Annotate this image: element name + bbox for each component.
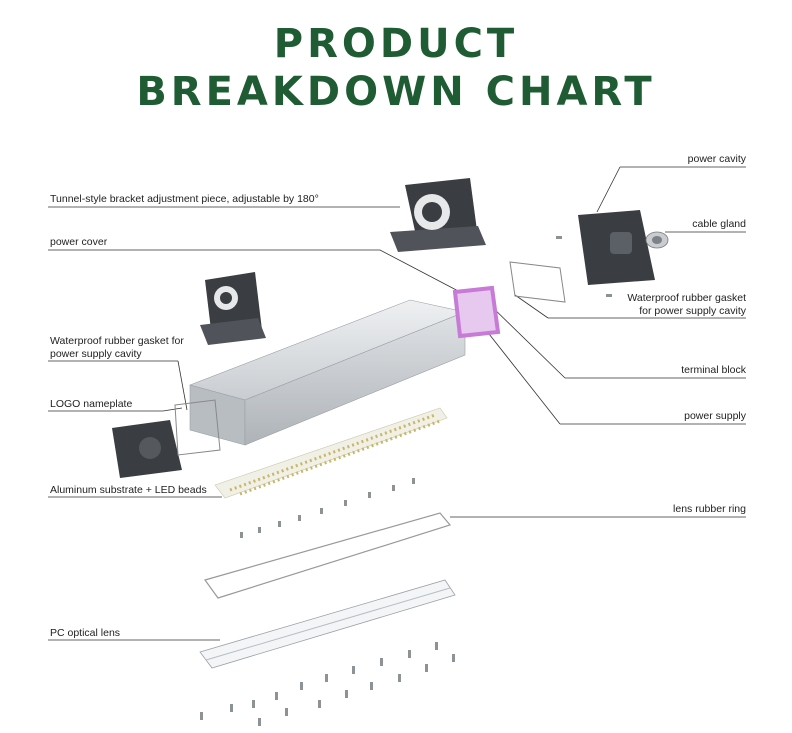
gasket-right xyxy=(509,261,566,303)
leader-lines xyxy=(48,166,746,641)
power-cavity-part xyxy=(578,210,655,285)
page-title-line-1: PRODUCT xyxy=(273,21,519,67)
lens-rubber-ring xyxy=(204,512,452,599)
label-power-cavity: power cavity xyxy=(687,153,746,165)
page-title-line-2: BREAKDOWN CHART xyxy=(136,69,656,115)
bracket-rear xyxy=(390,178,486,252)
label-terminal-block: terminal block xyxy=(681,364,746,376)
label-gasket-left-line-2: power supply cavity xyxy=(50,348,142,360)
label-logo-nameplate: LOGO nameplate xyxy=(50,398,133,410)
label-bracket: Tunnel-style bracket adjustment piece, a… xyxy=(50,193,319,205)
power-cover-highlight xyxy=(452,285,501,339)
housing xyxy=(189,299,467,446)
label-lens-rubber-ring: lens rubber ring xyxy=(673,503,746,515)
label-power-supply: power supply xyxy=(684,410,746,422)
gasket-left xyxy=(174,399,221,456)
label-gasket-left-line-1: Waterproof rubber gasket for xyxy=(50,335,184,347)
label-gasket-right-line-2: for power supply cavity xyxy=(639,305,746,317)
end-cap-left xyxy=(112,420,182,478)
label-cable-gland: cable gland xyxy=(692,218,746,230)
screws xyxy=(200,236,612,726)
led-substrate xyxy=(214,407,448,499)
label-pc-lens: PC optical lens xyxy=(50,627,121,639)
cable-gland-part xyxy=(645,231,669,249)
label-power-cover: power cover xyxy=(50,236,108,248)
bracket-front xyxy=(200,272,266,345)
label-substrate: Aluminum substrate + LED beads xyxy=(50,484,207,496)
pc-optical-lens xyxy=(199,579,456,669)
label-gasket-right-line-1: Waterproof rubber gasket xyxy=(627,292,746,304)
